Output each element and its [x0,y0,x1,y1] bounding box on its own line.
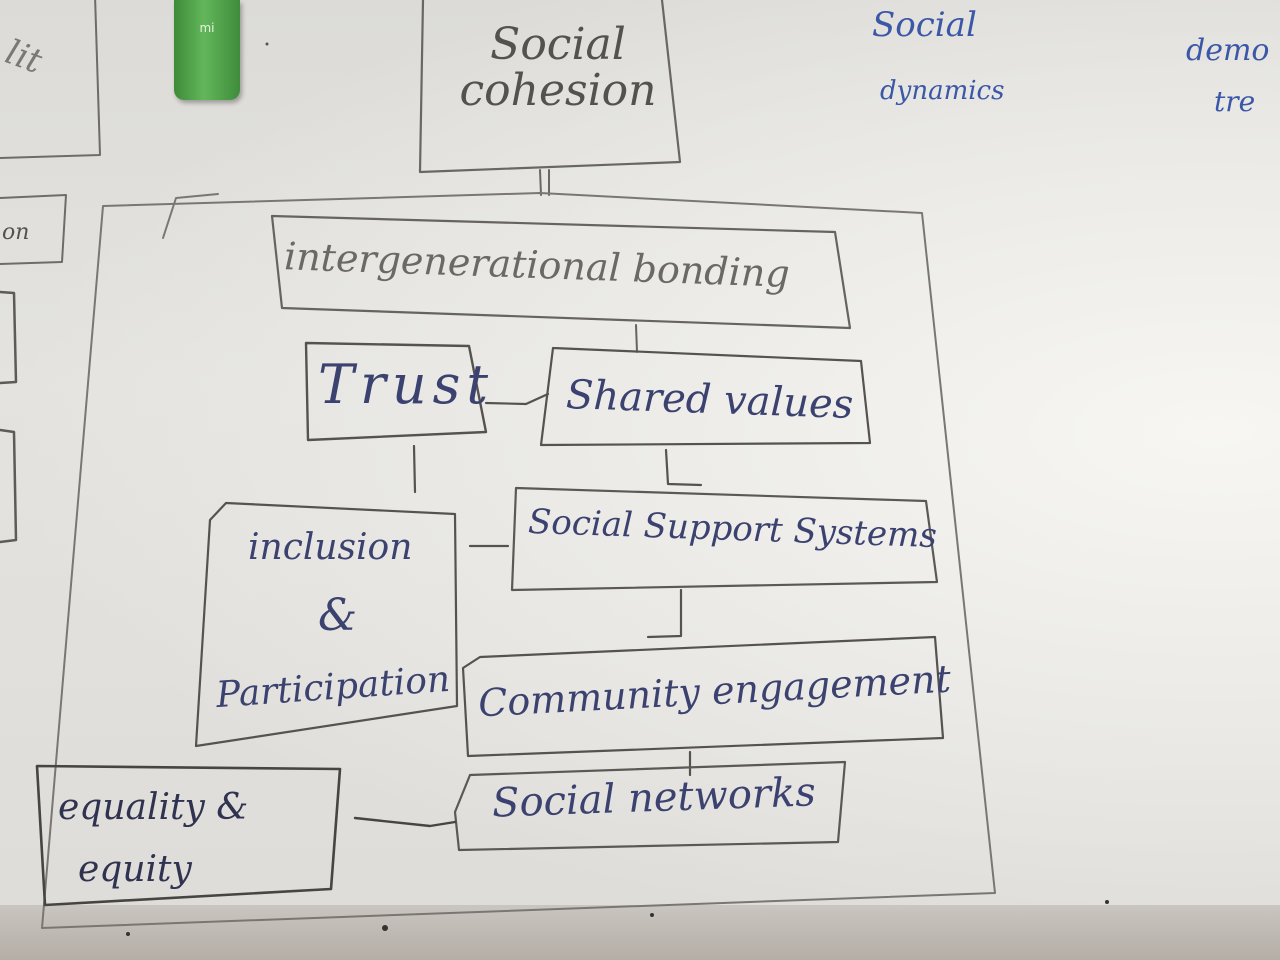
social-dynamics-line1: Social [872,5,977,45]
left-fragment-mid: on [2,220,30,245]
conn-trust-shared [484,392,550,406]
networks-box [453,760,847,852]
left-partial-bracket [0,290,18,385]
speck-4 [650,913,654,917]
inclusion-line1: inclusion [248,527,413,568]
root-box-outline [418,0,682,174]
speck-5 [1105,900,1109,904]
big-enclosure [41,192,996,929]
speck-3 [126,932,130,936]
left-partial-bracket-2 [0,428,18,544]
marker-label: mi [199,21,215,35]
social-dynamics-line2: dynamics [880,76,1005,106]
conn-trust-inclusion [412,444,417,494]
conn-intergen [635,324,638,353]
equality-box [35,764,342,907]
intergenerational-box [270,214,852,330]
inclusion-line2: & [318,590,358,641]
conn-shared-support [664,448,703,487]
board-bottom-edge [0,905,1280,960]
engagement-box [461,635,945,758]
small-tick [162,193,219,239]
shared-values-box [539,346,872,447]
demo-line2: tre [1214,85,1256,118]
trust-box [304,341,488,442]
left-partial-box-mid [0,194,67,265]
conn-equality-networks [353,816,457,828]
support-box [510,486,939,592]
demo-line1: demo [1186,33,1270,68]
root-node-label: Social cohesion [459,19,657,117]
speck-2 [382,925,388,931]
green-marker: mi [174,0,240,100]
left-partial-box-top [0,0,101,159]
shared-values-label: Shared values [565,372,855,428]
conn-support-engagement [646,588,683,639]
trust-label: Trust [318,353,495,416]
inclusion-box [194,501,459,748]
speck-1 [265,42,269,46]
root-connector [539,169,550,196]
networks-label: Social networks [491,769,817,827]
equality-line2: equity [78,849,192,890]
equality-line1: equality & [58,787,249,828]
